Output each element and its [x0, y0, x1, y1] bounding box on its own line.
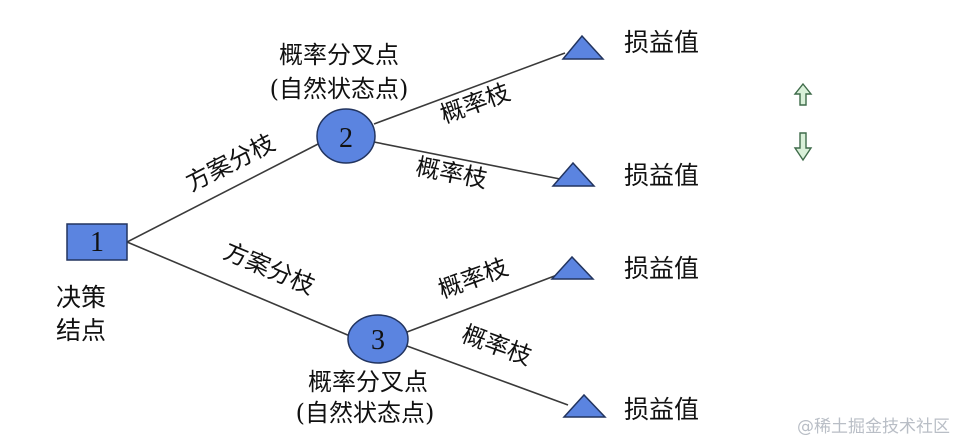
chance-node-3-number: 3 [371, 325, 385, 356]
outcome-triangle-4 [562, 393, 607, 418]
chance-node-2-label-line1: 概率分叉点 [279, 41, 399, 69]
outcome-triangles [550, 34, 607, 418]
prob-branch-line-3 [406, 271, 566, 333]
prob-branch-line-4 [406, 345, 569, 406]
down-arrow-icon [793, 132, 813, 162]
outcome-label-2: 损益值 [624, 161, 699, 190]
option-branch-line-bottom [126, 241, 351, 337]
decision-node-square [66, 223, 128, 261]
outcome-label-3: 损益值 [624, 254, 699, 283]
chance-node-2: 2 [316, 108, 376, 164]
chance-node-2-circle [316, 108, 376, 164]
prob-branch-label-4: 概率枝 [458, 320, 535, 371]
chance-node-2-number: 2 [339, 123, 353, 154]
outcome-triangle-2 [551, 161, 596, 187]
outcome-triangle-1 [561, 34, 605, 60]
decision-node-label-line2: 结点 [56, 316, 106, 345]
chance-node-2-label-line2: (自然状态点) [270, 75, 409, 103]
decision-node-number: 1 [90, 227, 104, 258]
option-branch-line-top [126, 141, 323, 243]
decision-node: 1 [66, 223, 128, 261]
tree-branches [126, 52, 569, 406]
outcome-triangle-3 [550, 255, 595, 280]
outcome-label-1: 损益值 [624, 28, 699, 57]
chance-node-3-circle [347, 314, 409, 364]
prob-branch-line-1 [373, 52, 566, 125]
prob-branch-line-2 [373, 141, 561, 180]
chance-node-3-label-line1: 概率分叉点 [308, 368, 428, 396]
decision-node-label-line1: 决策 [56, 283, 106, 312]
option-branch-label-bottom: 方案分枝 [219, 237, 318, 300]
chance-node-3: 3 [347, 314, 409, 364]
watermark-text: @稀土掘金技术社区 [797, 417, 950, 437]
option-branch-label-top: 方案分枝 [181, 129, 279, 198]
up-arrow-icon [793, 82, 813, 106]
outcome-label-4: 损益值 [624, 395, 699, 424]
prob-branch-label-2: 概率枝 [414, 153, 490, 194]
chance-node-3-label-line2: (自然状态点) [296, 399, 435, 427]
